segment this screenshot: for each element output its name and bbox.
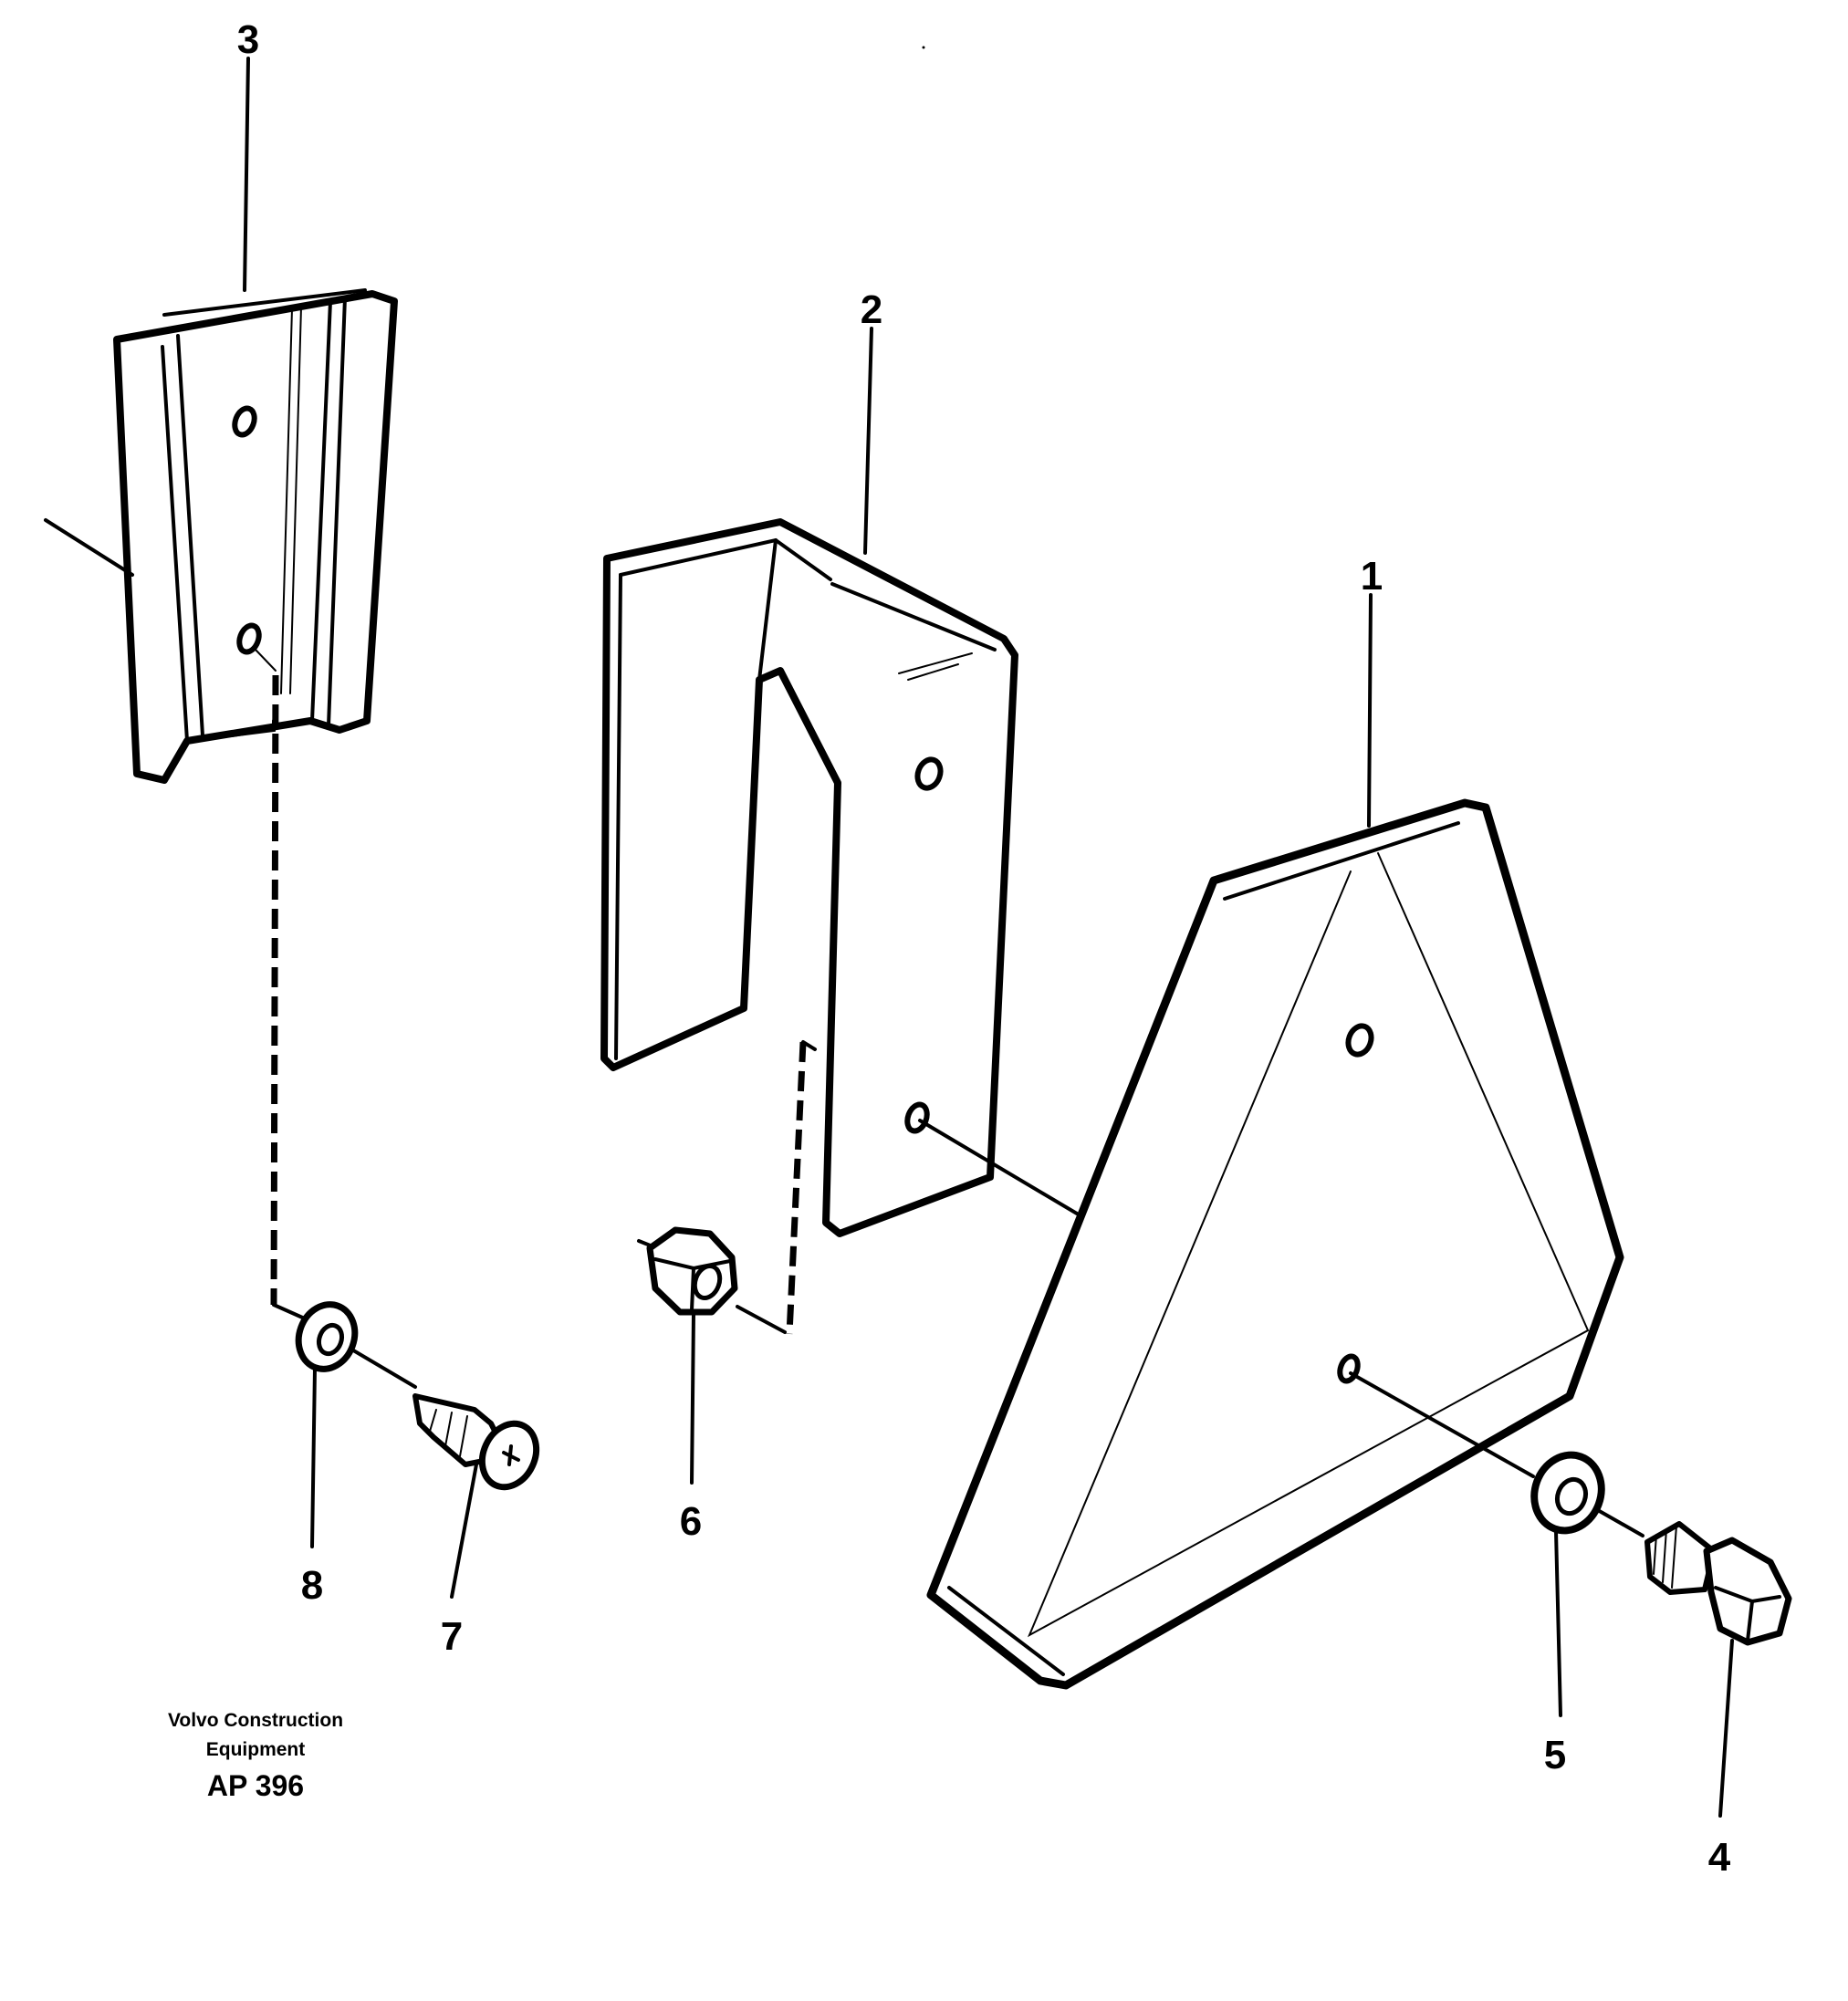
part-2-u-bracket <box>600 518 1018 1237</box>
callout-3: 3 <box>237 17 259 62</box>
part-1-triangle-reflector <box>926 798 1624 1690</box>
part-8-washer <box>295 1301 359 1372</box>
part-3-channel-rail <box>44 288 398 784</box>
callout-6: 6 <box>680 1499 702 1544</box>
callout-2: 2 <box>861 287 882 332</box>
caption-line-1: Volvo Construction <box>168 1710 343 1731</box>
part-6-hex-nut <box>646 1226 738 1316</box>
stray-dot <box>922 46 925 49</box>
caption-code: AP 396 <box>207 1769 304 1802</box>
part-7-screw <box>412 1393 540 1491</box>
callout-7: 7 <box>441 1614 463 1659</box>
part-4-hex-bolt <box>1644 1521 1792 1646</box>
callout-8: 8 <box>301 1563 323 1608</box>
callout-4: 4 <box>1708 1835 1731 1880</box>
callout-5: 5 <box>1544 1733 1566 1777</box>
caption-line-2: Equipment <box>206 1739 306 1760</box>
part-5-washer <box>1530 1451 1605 1535</box>
callout-leaders <box>243 57 1734 1818</box>
callout-1: 1 <box>1361 554 1383 599</box>
assembly-lines <box>255 649 1644 1537</box>
